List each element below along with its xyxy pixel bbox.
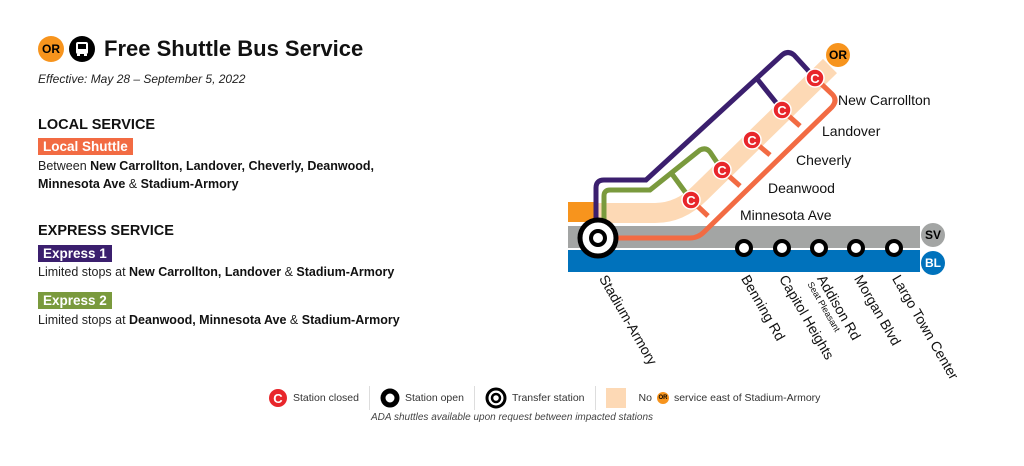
svg-text:C: C	[686, 193, 696, 208]
orange-line-badge: OR	[38, 36, 64, 62]
local-shuttle-tag: Local Shuttle	[38, 138, 133, 155]
legend-open: Station open	[370, 386, 475, 410]
station-new-carrollton-closed: C	[805, 68, 825, 88]
effective-date: Effective: May 28 – September 5, 2022	[38, 72, 246, 86]
no-service-band	[598, 58, 837, 223]
bus-icon	[69, 36, 95, 62]
station-landover-closed: C	[772, 100, 792, 120]
label-new-carrollton: New Carrollton	[838, 92, 931, 108]
station-morgan-blvd	[847, 239, 865, 257]
closed-station-icon: C	[269, 389, 287, 407]
label-cheverly: Cheverly	[796, 152, 852, 168]
local-description: Between New Carrollton, Landover, Chever…	[38, 159, 374, 191]
transfer-station-stadium-armory	[577, 217, 619, 259]
express-1-tag: Express 1	[38, 245, 112, 262]
express-2-description: Limited stops at Deanwood, Minnesota Ave…	[38, 313, 400, 327]
station-capitol-heights	[773, 239, 791, 257]
express-service-heading: EXPRESS SERVICE	[38, 223, 174, 239]
local-service-heading: LOCAL SERVICE	[38, 117, 156, 133]
page-title: Free Shuttle Bus Service	[104, 36, 364, 61]
or-badge: OR	[829, 48, 847, 62]
label-minnesota-ave: Minnesota Ave	[740, 207, 832, 223]
station-deanwood-closed: C	[712, 160, 732, 180]
sv-badge: SV	[925, 228, 941, 242]
svg-text:C: C	[717, 163, 727, 178]
header: OR Free Shuttle Bus Service	[38, 36, 363, 62]
blue-line	[568, 250, 920, 272]
station-benning-rd	[735, 239, 753, 257]
silver-line	[568, 226, 920, 248]
legend-transfer: Transfer station	[475, 386, 596, 410]
transfer-station-icon	[485, 387, 507, 409]
express-1-description: Limited stops at New Carrollton, Landove…	[38, 265, 395, 279]
svg-text:C: C	[810, 71, 820, 86]
ada-note: ADA shuttles available upon request betw…	[370, 412, 654, 423]
label-landover: Landover	[822, 123, 881, 139]
station-cheverly-closed: C	[742, 130, 762, 150]
peach-swatch-icon	[605, 388, 626, 408]
local-shuttle-route	[598, 76, 838, 241]
svg-text:C: C	[273, 391, 283, 406]
label-deanwood: Deanwood	[768, 180, 835, 196]
closed-stations: C C C C C	[681, 68, 825, 210]
express-2-tag: Express 2	[38, 292, 112, 309]
svg-text:C: C	[747, 133, 757, 148]
station-addison-rd	[810, 239, 828, 257]
open-stations	[735, 239, 903, 257]
bl-badge: BL	[925, 256, 941, 270]
open-station-icon	[380, 388, 400, 408]
station-largo-town-center	[885, 239, 903, 257]
station-minnesota-ave-closed: C	[681, 190, 701, 210]
svg-text:C: C	[777, 103, 787, 118]
legend-closed: C Station closed	[258, 386, 370, 410]
legend-no-service: No OR service east of Stadium-Armory	[596, 386, 831, 410]
orange-line-stub	[568, 202, 598, 222]
legend: C Station closed Station open Transfer s…	[258, 386, 830, 410]
or-small-badge: OR	[656, 392, 669, 404]
